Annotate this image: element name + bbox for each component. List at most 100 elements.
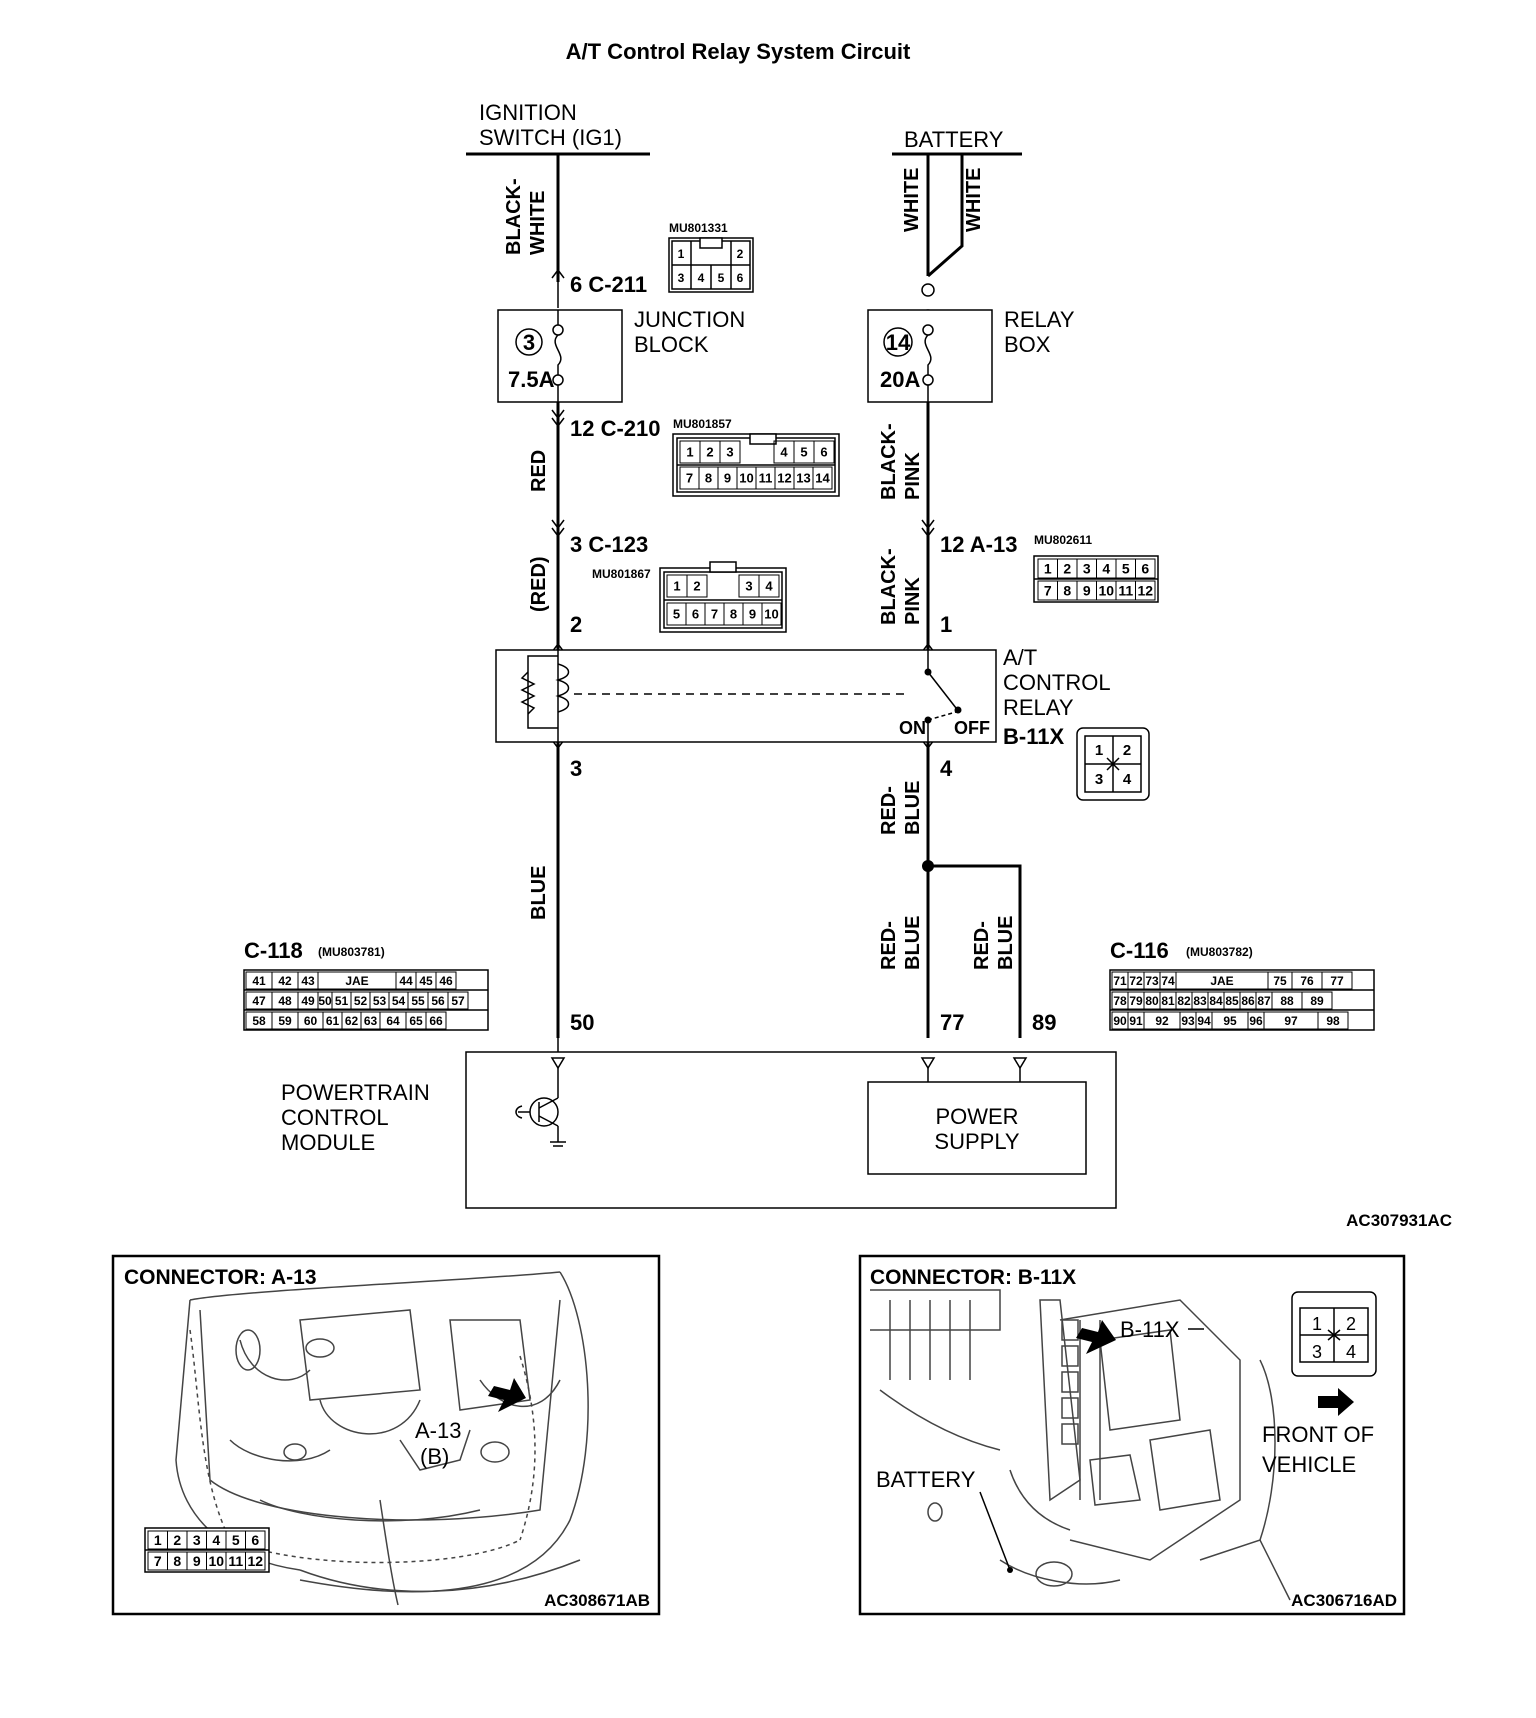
figure-code-main: AC307931AC (1346, 1211, 1452, 1230)
relay-on-label: ON (899, 718, 926, 738)
wire-red-blue-c1: RED- (971, 921, 993, 970)
wire-red-blue-a2: BLUE (902, 781, 924, 835)
c116-pin: 88 (1280, 994, 1294, 1008)
a13-panel-pin: 12 (247, 1553, 263, 1569)
front-arrow-icon (1318, 1388, 1354, 1416)
panel-b11x-battery: BATTERY (876, 1467, 976, 1492)
panel-connector-a13: CONNECTOR: A-13 A-13 (B) (111, 1254, 661, 1616)
relay-name-4: B-11X (1003, 724, 1064, 749)
junction-fuse-rating: 7.5A (508, 367, 555, 392)
c210-pin: 1 (686, 445, 693, 460)
c210-pin: 5 (800, 445, 807, 460)
panel-a13-callout-sub: (B) (420, 1444, 449, 1469)
pin-relay-1: 1 (940, 612, 952, 637)
wire-black-white-1: BLACK- (503, 178, 525, 255)
c118-pin: 45 (419, 974, 433, 988)
c118-part-number: (MU803781) (318, 945, 385, 959)
c123-pin: 3 (745, 579, 752, 594)
panel-b11x-front-1: FRONT OF (1262, 1422, 1374, 1447)
c116-pin: 94 (1197, 1014, 1211, 1028)
c210-cell (813, 440, 835, 464)
c116-pin: 97 (1284, 1014, 1298, 1028)
c211-part-number: MU801331 (669, 221, 728, 235)
c116-pin: JAE (1210, 974, 1233, 988)
c118-pin: 42 (278, 974, 292, 988)
pin-relay-4: 4 (940, 756, 953, 781)
c118-pin: 44 (399, 974, 413, 988)
pin-numbers: 2 1 3 4 50 77 89 (570, 612, 1056, 1035)
powertrain-control-module: POWER SUPPLY POWERTRAIN CONTROL MODULE (281, 1051, 1117, 1209)
c210-pin: 11 (759, 471, 773, 486)
c210-pin: 2 (706, 445, 713, 460)
c118-cell (425, 1011, 447, 1030)
panel-b11x-connector-face: 1 2 3 4 (1291, 1291, 1377, 1377)
a13-pin: 3 (1083, 561, 1091, 577)
c116-pin: 79 (1129, 994, 1143, 1008)
c118-pin: 47 (252, 994, 266, 1008)
connector-b11x-face: 1 2 3 4 (1076, 727, 1150, 801)
a13-pin: 9 (1083, 583, 1091, 599)
wire-white-b: WHITE (963, 168, 985, 232)
c210-pin: 14 (815, 471, 830, 486)
c116-cell (1317, 1011, 1349, 1030)
a13-pin: 1 (1044, 561, 1052, 577)
battery-source: BATTERY (892, 127, 1022, 156)
c116-pin: 73 (1145, 974, 1159, 988)
c116-pin: 71 (1113, 974, 1127, 988)
c118-cell (447, 991, 469, 1010)
svg-text:4: 4 (698, 271, 705, 285)
c118-pin: 66 (429, 1014, 443, 1028)
c118-pin: 60 (304, 1014, 318, 1028)
c210-pin: 3 (726, 445, 733, 460)
svg-text:3: 3 (1312, 1342, 1322, 1362)
connector-c123-label: 3 C-123 (570, 532, 648, 557)
wire-red-blue-b1: RED- (878, 921, 900, 970)
c116-pin: 75 (1273, 974, 1287, 988)
wire-white-a: WHITE (901, 168, 923, 232)
c116-pin: 77 (1330, 974, 1344, 988)
wire-labels: BLACK- WHITE WHITE WHITE RED (RED) BLACK… (503, 168, 1017, 970)
a13-pin: 12 (1137, 583, 1153, 599)
c118-pin: 55 (411, 994, 425, 1008)
c123-pin: 2 (693, 579, 700, 594)
svg-text:3: 3 (1095, 771, 1103, 788)
figure-code-right: AC306716AD (1291, 1591, 1397, 1610)
c123-pin: 8 (730, 607, 737, 622)
c116-pin: 95 (1223, 1014, 1237, 1028)
power-supply-1: POWER (935, 1104, 1018, 1129)
c118-cell (435, 971, 457, 990)
c116-pin: 83 (1193, 994, 1207, 1008)
a13-panel-pin: 11 (228, 1553, 243, 1569)
c118-pin: 65 (409, 1014, 423, 1028)
power-supply-2: SUPPLY (934, 1129, 1020, 1154)
c118-pin: 59 (278, 1014, 292, 1028)
wire-black-pink-a1: BLACK- (878, 423, 900, 500)
c123-pin: 1 (673, 579, 680, 594)
c116-pin: 98 (1326, 1014, 1340, 1028)
pcm-name-2: CONTROL (281, 1105, 389, 1130)
a13-panel-cell (245, 1551, 266, 1571)
wire-red-blue-c2: BLUE (995, 916, 1017, 970)
wire-black-pink-a2: PINK (902, 452, 924, 500)
c123-pin: 10 (764, 607, 778, 622)
c116-pin: 92 (1155, 1014, 1169, 1028)
c118-pin: 51 (335, 994, 349, 1008)
wire-black-pink-b1: BLACK- (878, 548, 900, 625)
c123-cell (686, 574, 708, 598)
c210-pin: 13 (796, 471, 810, 486)
ignition-label-1: IGNITION (479, 100, 577, 125)
pcm-name-3: MODULE (281, 1130, 375, 1155)
battery-label: BATTERY (904, 127, 1004, 152)
junction-fuse-number: 3 (523, 330, 535, 355)
c210-pin: 8 (705, 471, 712, 486)
c118-pin: 53 (373, 994, 387, 1008)
c116-pin: 96 (1249, 1014, 1263, 1028)
svg-text:4: 4 (1346, 1342, 1356, 1362)
c116-pin: 76 (1300, 974, 1314, 988)
wire-black-white-2: WHITE (527, 191, 549, 255)
at-control-relay: ON OFF A/T CONTROL RELAY B-11X (495, 645, 1111, 749)
a13-pin: 4 (1102, 561, 1110, 577)
a13-pin: 7 (1044, 583, 1052, 599)
